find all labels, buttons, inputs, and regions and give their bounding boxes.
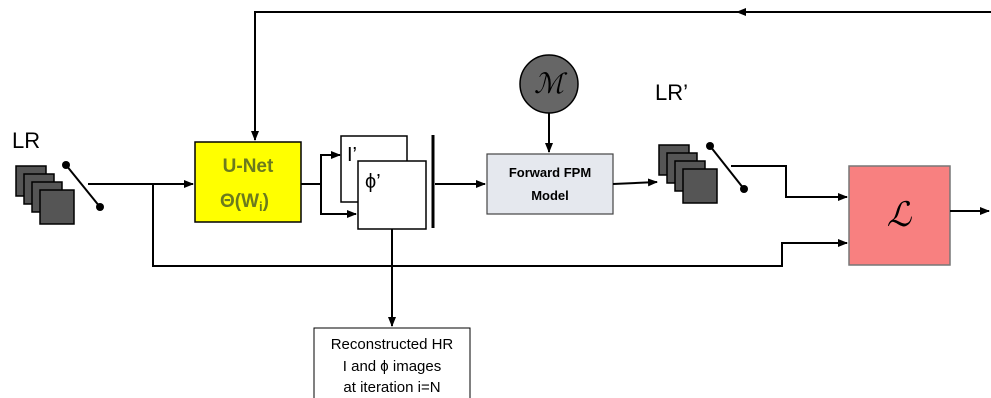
unet-title: U-Net bbox=[223, 156, 274, 177]
output-line2: I and ϕ images bbox=[343, 358, 441, 375]
phi-prime-image: ϕ’ bbox=[357, 160, 427, 230]
lr-prime-switch bbox=[706, 142, 748, 193]
output-line3: at iteration i=N bbox=[343, 379, 440, 396]
lr-image-stack bbox=[15, 165, 75, 225]
lr-prime-image-stack bbox=[658, 144, 718, 204]
loss-symbol: ℒ bbox=[887, 196, 913, 234]
output-line1: Reconstructed HR bbox=[331, 336, 454, 353]
feedback-to-unet-arrow bbox=[251, 11, 740, 141]
unet-parameters: Θ(Wi) bbox=[220, 191, 269, 214]
loss-block: ℒ bbox=[848, 165, 951, 266]
m-symbol: ℳ bbox=[534, 68, 568, 99]
forward-to-lrprime-arrow bbox=[612, 178, 658, 187]
i-prime-label: I’ bbox=[347, 144, 357, 166]
lrprime-to-loss-arrow bbox=[731, 165, 848, 201]
forward-model-line2: Model bbox=[531, 188, 569, 203]
phi-prime-label: ϕ’ bbox=[365, 171, 381, 193]
m-model-node: ℳ bbox=[519, 54, 579, 114]
reconstructed-output-box: Reconstructed HR I and ϕ images at itera… bbox=[313, 327, 471, 398]
forward-fpm-model: Forward FPM Model bbox=[486, 153, 614, 215]
unet-to-phi-arrow bbox=[320, 184, 357, 218]
lr-switch bbox=[62, 161, 104, 211]
lr-to-loss-arrow bbox=[152, 184, 848, 267]
forward-model-line1: Forward FPM bbox=[509, 165, 591, 180]
unet-to-i-arrow bbox=[301, 151, 341, 185]
lr-prime-label: LR’ bbox=[655, 80, 688, 105]
unet-block: U-Net Θ(Wi) bbox=[194, 141, 302, 223]
lr-label: LR bbox=[12, 128, 40, 153]
